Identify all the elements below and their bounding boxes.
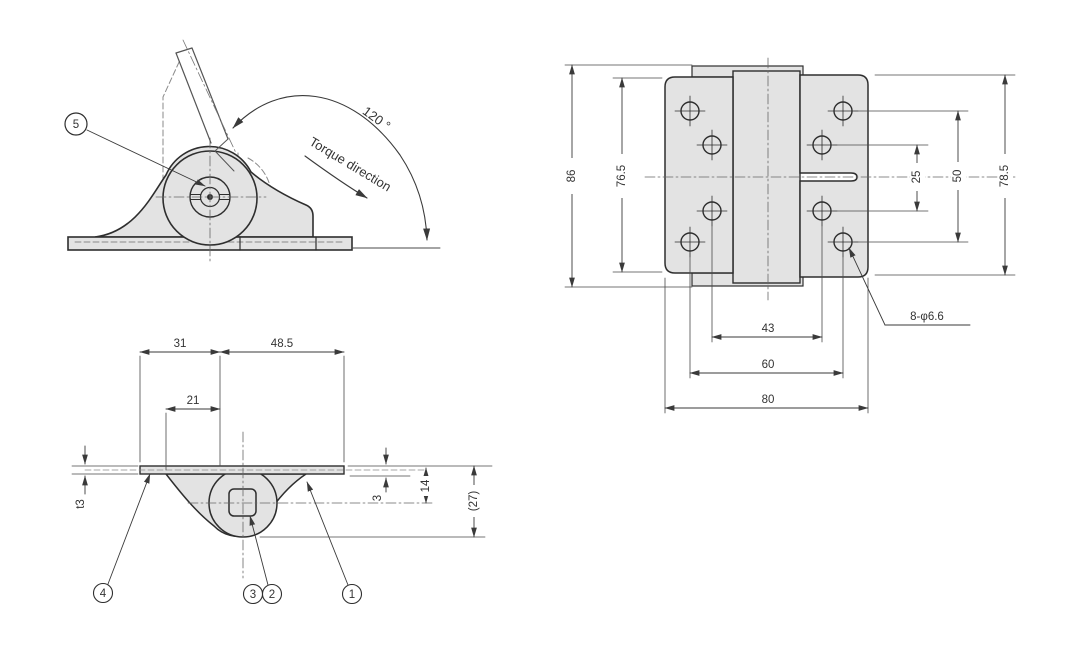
lever-centerline [182, 39, 237, 154]
dim-label-25: 25 [911, 171, 923, 184]
callout-1-balloon [341, 583, 363, 605]
dim-label-86: 86 [566, 170, 578, 183]
mounting-hole [696, 129, 728, 161]
mounting-hole [806, 129, 838, 161]
mounting-hole [674, 95, 706, 127]
callout-5-number: 5 [73, 119, 79, 131]
dim-label-78-5: 78.5 [999, 165, 1011, 187]
callout-3-number: 3 [250, 589, 256, 601]
dim-text-mask [951, 162, 966, 190]
callout-4-balloon [92, 582, 114, 604]
dim-text-mask [998, 154, 1013, 198]
mounting-hole [827, 226, 859, 258]
dim-text-mask [418, 476, 433, 496]
dim-text-mask [565, 158, 580, 194]
square-shaft-hole [228, 488, 257, 517]
dim-label-48-5: 48.5 [271, 338, 293, 350]
angle-dimension-label: 120 ° [360, 103, 394, 133]
dim-label-3: 3 [372, 495, 384, 501]
mounting-holes [674, 95, 859, 258]
mounting-hole [806, 195, 838, 227]
dim-label-t3: t3 [75, 499, 87, 509]
dim-text-mask [466, 485, 481, 517]
dim-label-27: (27) [468, 491, 480, 512]
holes-count-diameter-label: 8-φ6.6 [910, 311, 944, 323]
callout-1-number: 1 [349, 589, 355, 601]
callout-4-number: 4 [100, 588, 107, 600]
angle-arc [232, 95, 431, 241]
dim-label-60: 60 [762, 359, 775, 371]
mounting-hole [674, 226, 706, 258]
front-view: 86 76.5 25 50 78.5 43 60 80 8-φ6.6 [564, 57, 1016, 414]
lever-edge [175, 52, 212, 144]
torque-direction-label: Torque direction [307, 134, 394, 194]
callout-1-leader [306, 481, 349, 586]
lever-root-line [214, 138, 235, 172]
dim-label-14: 14 [420, 479, 432, 492]
lever-cap [175, 47, 193, 54]
dim-label-80: 80 [762, 394, 775, 406]
torque-direction-arrow [304, 155, 368, 199]
callout-5-balloon [64, 112, 88, 136]
callout-5-leader [86, 129, 206, 187]
mounting-hole [696, 195, 728, 227]
dim-text-mask [910, 163, 925, 191]
dim-text-mask [615, 154, 630, 198]
dim-label-50: 50 [952, 170, 964, 183]
section-view: 31 48.5 21 t3 3 14 (27) 4 3 2 1 [71, 338, 493, 605]
dim-label-31: 31 [174, 338, 187, 350]
right-leaf [799, 74, 869, 278]
dim-label-21: 21 [187, 395, 200, 407]
holes-label-leader [848, 247, 886, 326]
callout-2-leader [249, 515, 269, 586]
side-view: 120 ° Torque direction 5 [64, 39, 441, 264]
left-leaf [664, 76, 734, 274]
dim-label-76-5: 76.5 [616, 165, 628, 187]
callout-2-balloon [261, 583, 283, 605]
callout-2-number: 2 [269, 589, 275, 601]
dim-label-43: 43 [762, 323, 775, 335]
mounting-hole [827, 95, 859, 127]
callout-4-leader [107, 473, 151, 585]
